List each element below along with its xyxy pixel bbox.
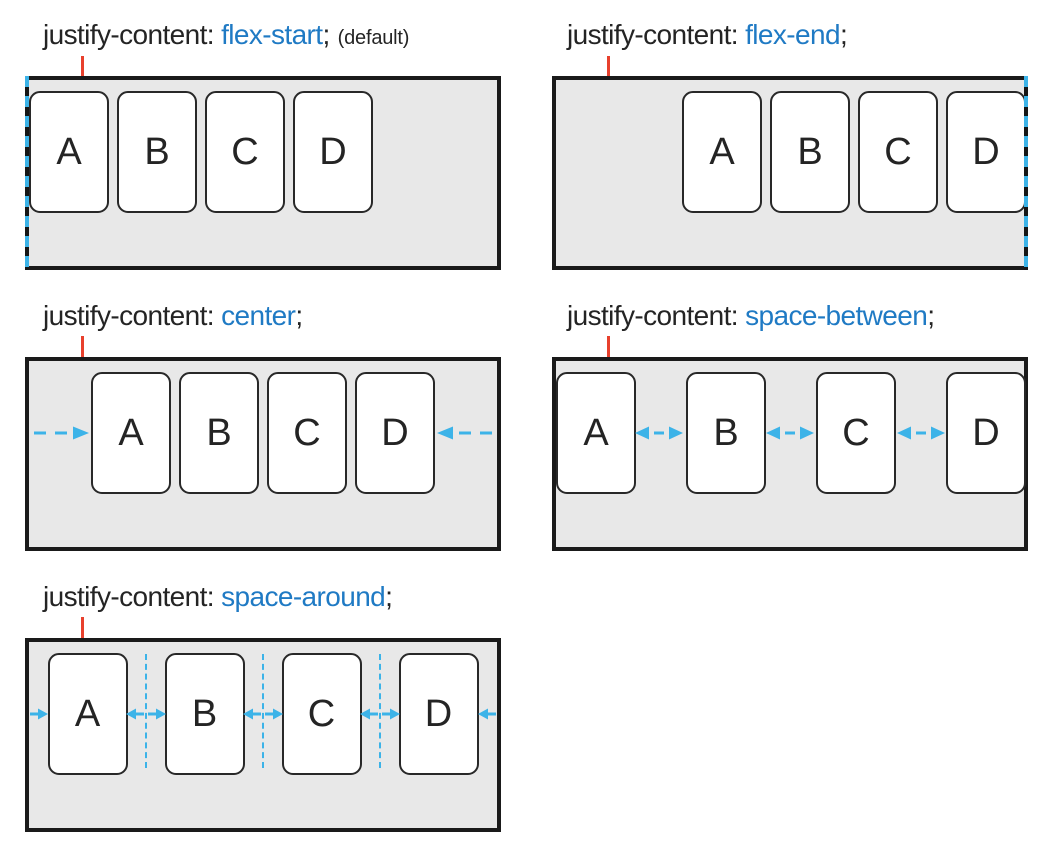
flex-item: A <box>556 372 636 494</box>
flex-container: A B C D <box>552 357 1028 551</box>
label-property: justify-content: <box>567 19 746 50</box>
flex-item: C <box>858 91 938 213</box>
label-property: justify-content: <box>567 300 746 331</box>
pointer-tick <box>81 336 84 360</box>
flex-item: C <box>281 653 362 775</box>
flex-item: D <box>355 372 435 494</box>
flex-item: C <box>205 91 285 213</box>
label-semicolon: ; <box>839 19 848 50</box>
label-semicolon: ; <box>322 19 330 50</box>
flex-container: A B C D <box>25 357 501 551</box>
flex-container: A B C D <box>552 76 1028 270</box>
panel-label: justify-content: center; <box>43 300 303 332</box>
flex-item: A <box>29 91 109 213</box>
flex-item: B <box>179 372 259 494</box>
push-left-arrow-icon <box>437 426 492 440</box>
label-property: justify-content: <box>43 300 222 331</box>
panel-label: justify-content: space-between; <box>567 300 935 332</box>
flex-item: B <box>686 372 766 494</box>
gap-center-dashed-divider <box>379 654 381 768</box>
pointer-tick <box>607 56 610 80</box>
flex-item: D <box>946 91 1026 213</box>
small-right-arrow-icon <box>265 708 283 720</box>
flex-item: D <box>293 91 373 213</box>
label-note: (default) <box>337 27 410 49</box>
flex-item: B <box>770 91 850 213</box>
label-property: justify-content: <box>43 19 222 50</box>
small-right-arrow-icon <box>382 708 400 720</box>
spread-arrows-icon <box>766 426 814 440</box>
gap-center-dashed-divider <box>145 654 147 768</box>
label-semicolon: ; <box>927 300 935 331</box>
label-value: space-around <box>221 581 386 612</box>
pointer-tick <box>81 617 84 641</box>
pointer-tick <box>607 336 610 360</box>
flex-item: A <box>682 91 762 213</box>
small-left-arrow-icon <box>243 708 261 720</box>
label-value: center <box>221 300 296 331</box>
flex-start-dashed-edge <box>25 76 29 270</box>
small-right-arrow-icon <box>30 708 48 720</box>
small-left-arrow-icon <box>478 708 496 720</box>
panel-label: justify-content: flex-start; (default) <box>43 19 410 51</box>
flex-item: A <box>47 653 128 775</box>
flex-container: A B C D <box>25 638 501 832</box>
flex-item: D <box>946 372 1026 494</box>
small-left-arrow-icon <box>360 708 378 720</box>
flex-item: B <box>164 653 245 775</box>
spread-arrows-icon <box>635 426 683 440</box>
panel-label: justify-content: space-around; <box>43 581 393 613</box>
gap-center-dashed-divider <box>262 654 264 768</box>
flex-item: C <box>816 372 896 494</box>
flex-item: A <box>91 372 171 494</box>
label-value: flex-start <box>221 19 323 50</box>
label-semicolon: ; <box>295 300 303 331</box>
label-semicolon: ; <box>385 581 393 612</box>
flex-item: B <box>117 91 197 213</box>
label-property: justify-content: <box>43 581 222 612</box>
panel-label: justify-content: flex-end; <box>567 19 848 51</box>
label-value: space-between <box>745 300 928 331</box>
pointer-tick <box>81 56 84 80</box>
small-left-arrow-icon <box>126 708 144 720</box>
flex-end-dashed-edge <box>1024 76 1028 270</box>
flex-container: A B C D <box>25 76 501 270</box>
label-value: flex-end <box>745 19 840 50</box>
flex-item: C <box>267 372 347 494</box>
flex-item: D <box>398 653 479 775</box>
small-right-arrow-icon <box>148 708 166 720</box>
push-right-arrow-icon <box>34 426 89 440</box>
spread-arrows-icon <box>897 426 945 440</box>
